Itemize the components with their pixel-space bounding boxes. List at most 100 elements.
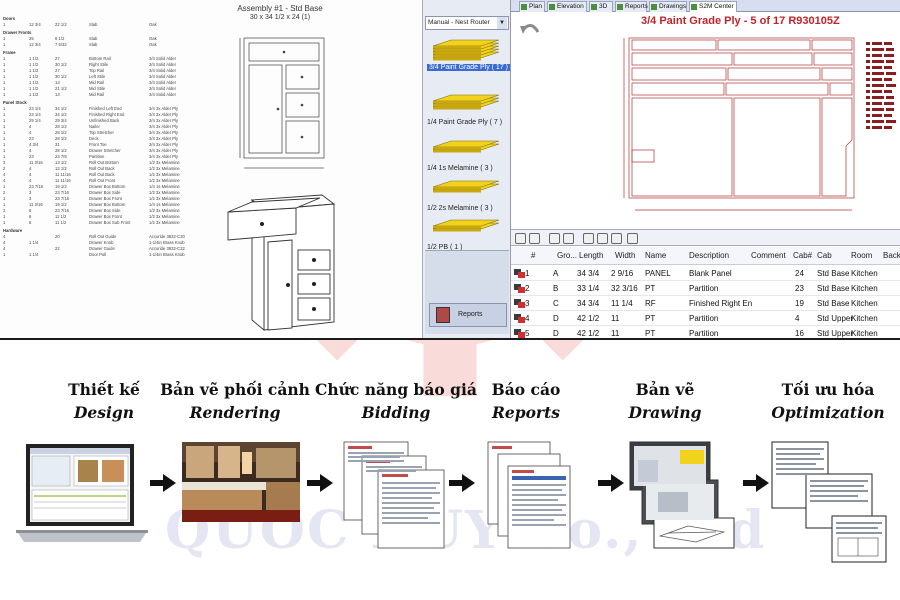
material-item[interactable]: 1/4 1s Melamine ( 3 ) [427,135,507,177]
column-header[interactable]: # [531,251,536,260]
cut-list-cell: 1/2 3x Melamine [149,214,180,219]
grid-cell: Kitchen [851,314,878,323]
cut-list-cell: 3/4 3x Alder Ply [149,112,179,117]
part-row-icon [514,299,526,308]
nest-router-panel: Manual - Nest Router ▼ 3/4 Paint Grade P… [422,0,511,338]
column-header[interactable]: Comment [751,251,786,260]
grid-cell: Kitchen [851,329,878,338]
workflow-step-title: Thiết kế [68,380,140,399]
cut-list-cell: 1 1/4 [29,252,39,257]
cut-list-cell: 1/2 3x Melamine [149,166,180,171]
part-row-icon [514,284,526,293]
material-item[interactable]: 1/4 Paint Grade Ply ( 7 ) [427,89,507,131]
column-header[interactable]: Back [883,251,900,260]
cut-list-cell: 12 3/4 [29,42,41,47]
workflow-step-subtitle: Reports [492,403,560,422]
nest-mode-dropdown[interactable]: Manual - Nest Router ▼ [425,16,509,30]
undo-icon[interactable] [563,233,574,244]
column-header[interactable]: Width [615,251,636,260]
column-header[interactable]: Room [851,251,873,260]
cut-list-cell: 1/2 3x Melamine [149,196,180,201]
copy-icon[interactable] [529,233,540,244]
nest-icon[interactable] [515,233,526,244]
redo-icon[interactable] [549,233,560,244]
cut-list-cell: Front Toe [89,142,107,147]
cut-list-cell: Drawer Stretcher [89,148,121,153]
optimization-sheet-stack [771,441,887,563]
kitchen-rendering-image [182,442,300,522]
grid-cell: A [553,269,559,278]
cut-list-cell: 6 [29,208,32,213]
cut-list-cell: Mid Stile [89,86,106,91]
tab-plan[interactable]: Plan [519,1,545,12]
grid-cell: 19 [795,299,804,308]
edit-icon[interactable] [627,233,638,244]
nesting-sheet-drawing[interactable] [516,30,900,228]
grid-cell: 42 1/2 [577,314,600,323]
cut-list-cell: 1 [3,80,6,85]
grid-cell: 4 [525,314,530,323]
grid-cell: Std Base [817,299,850,308]
tab-elevation[interactable]: Elevation [547,1,587,12]
cut-list-cell: Top Rail [89,68,105,73]
column-header[interactable]: Cab# [793,251,813,260]
cut-list-cell: 1 [3,22,6,27]
unlock-icon[interactable] [597,233,608,244]
cut-list-cell: 23 1/4 [29,112,41,117]
cut-list-cell: 1-1/4in Brass Knob [149,252,185,257]
column-header[interactable]: Description [689,251,730,260]
laptop-design-image [16,444,148,542]
tab-drawings[interactable]: Drawings [649,1,687,12]
lock-icon[interactable] [583,233,594,244]
cut-list-cell: 11 3/16 [29,160,43,165]
workflow-step-subtitle: Rendering [189,403,281,422]
undo-arrow-icon[interactable] [519,22,541,40]
tab-reports[interactable]: Reports [615,1,648,12]
column-header[interactable]: Gro... [557,251,578,260]
grid-cell: PT [645,329,656,338]
tab-s2m-center[interactable]: S2M Center [689,1,737,12]
column-header[interactable]: Name [645,251,667,260]
workflow-step-title: Bản vẽ [635,380,695,399]
refresh-icon[interactable] [611,233,622,244]
material-item[interactable]: 3/4 Paint Grade Ply ( 17 ) [427,34,511,76]
grid-cell: 42 1/2 [577,329,600,338]
tab-3d[interactable]: 3D [589,1,613,12]
cut-list-cell: 6 [29,214,32,219]
bidding-report-stack [343,441,445,549]
cut-list-cell: 1/2 3x Melamine [149,190,180,195]
reports-button[interactable]: Reports [429,303,507,327]
cut-list-cell: 34 1/2 [55,106,67,111]
cut-list-cell: Roll Out Back [89,172,115,177]
cut-list-cell: 3/4 3x Alder Ply [149,154,179,159]
cut-list-cell: 1 1/2 [29,68,39,73]
chevron-down-icon[interactable]: ▼ [497,17,507,29]
cut-list-cell: 1 [3,106,6,111]
grid-cell: B [553,284,559,293]
cut-list-cell: 4 [29,178,32,183]
column-header[interactable]: Length [579,251,604,260]
material-label: 1/4 Paint Grade Ply ( 7 ) [427,119,503,126]
cut-list-cell: 1 [3,86,6,91]
column-header[interactable]: Cab [817,251,832,260]
workflow-step-subtitle: Bidding [361,403,431,422]
material-item[interactable]: 1/2 2s Melamine ( 3 ) [427,175,507,217]
material-item[interactable]: 1/2 PB ( 1 ) [427,214,507,256]
cut-list-cell: 27 [55,56,60,61]
cut-list-cell: 34 1/2 [55,112,67,117]
